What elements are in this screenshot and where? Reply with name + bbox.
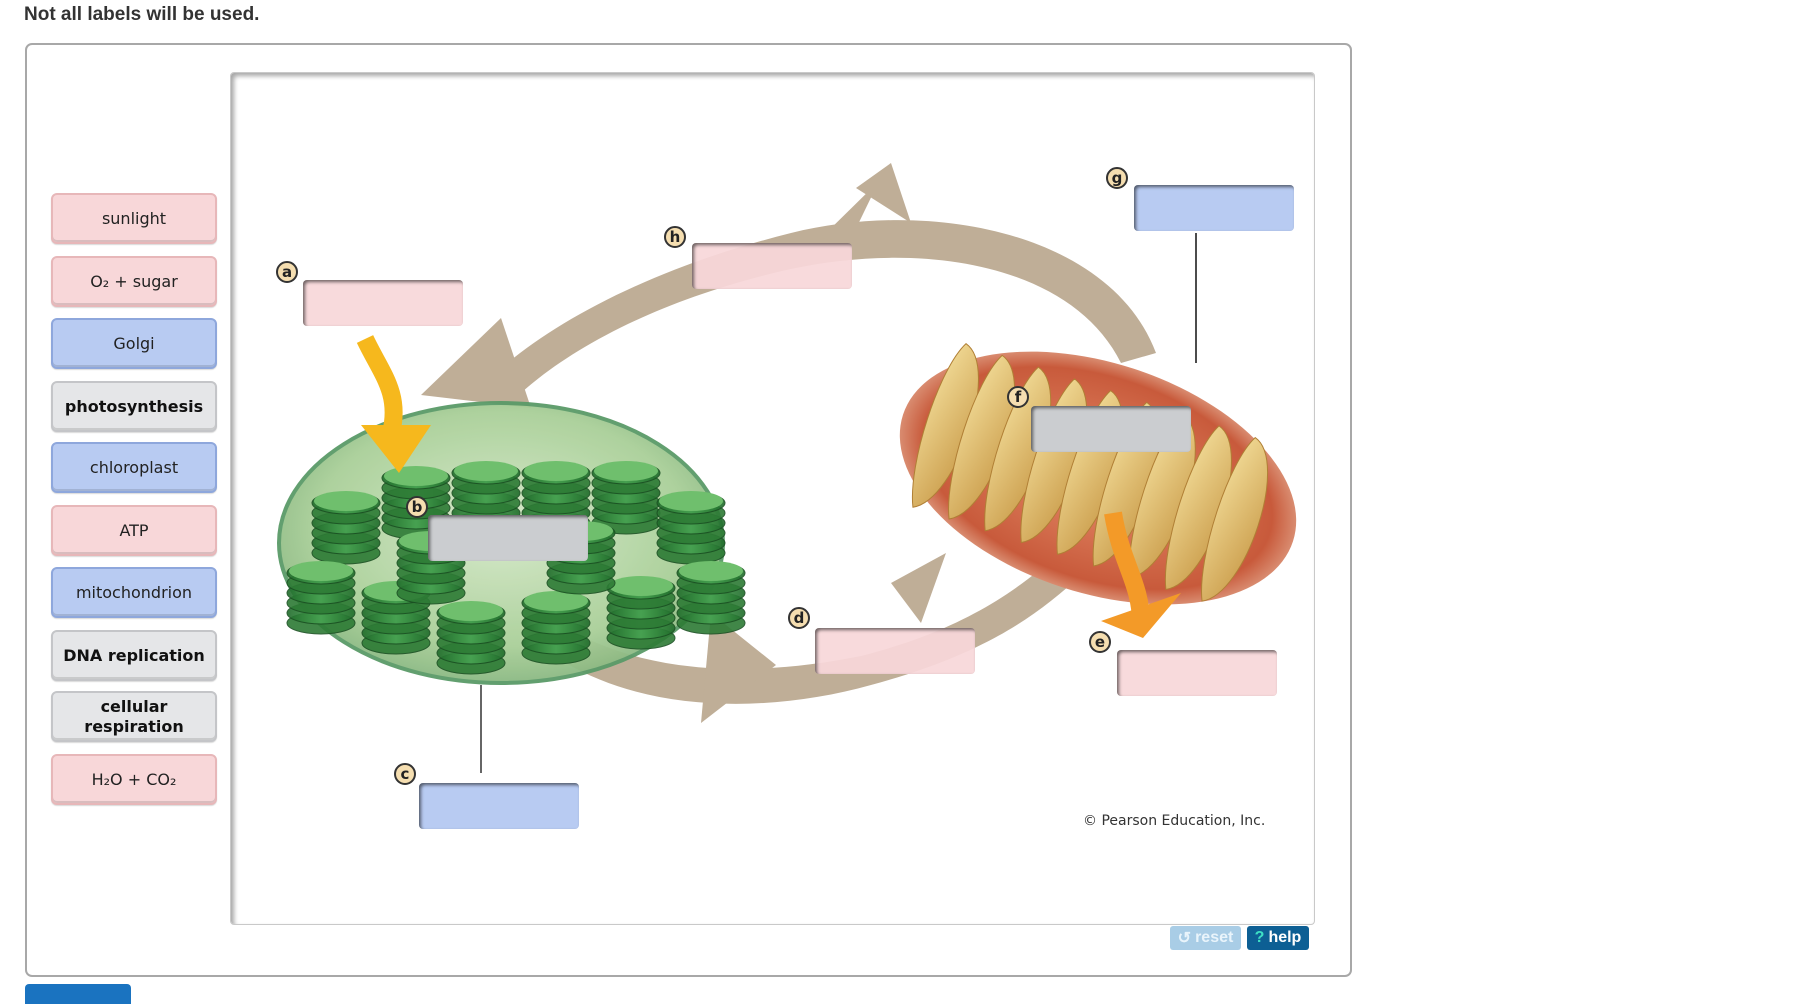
mitochondrion-illustration bbox=[899, 343, 1297, 605]
sunlight-arrow bbox=[356, 335, 403, 436]
drop-target-g[interactable] bbox=[1134, 185, 1294, 231]
crista-fold bbox=[1164, 425, 1232, 591]
reset-label: reset bbox=[1195, 929, 1234, 946]
label-atp[interactable]: ATP bbox=[51, 505, 217, 556]
label-h2o-co2[interactable]: H₂O + CO₂ bbox=[51, 754, 217, 805]
cycle-arrowhead-top bbox=[856, 163, 911, 223]
copyright-credit: © Pearson Education, Inc. bbox=[1083, 813, 1266, 829]
crista-fold bbox=[1201, 436, 1269, 602]
drop-target-a[interactable] bbox=[303, 280, 463, 326]
granum-stack bbox=[521, 461, 591, 535]
marker-e: e bbox=[1089, 631, 1111, 653]
drop-target-e[interactable] bbox=[1117, 650, 1277, 696]
drop-target-b[interactable] bbox=[428, 515, 588, 561]
granum-stack bbox=[311, 491, 381, 565]
marker-h: h bbox=[664, 226, 686, 248]
granum-stack bbox=[521, 591, 591, 665]
marker-c: c bbox=[394, 763, 416, 785]
energy-arrowhead bbox=[1101, 593, 1181, 638]
diagram-illustration bbox=[277, 163, 1297, 773]
label-chloroplast[interactable]: chloroplast bbox=[51, 442, 217, 493]
granum-stack bbox=[361, 581, 431, 655]
cycle-arrow-top bbox=[421, 181, 1156, 408]
granum-stack bbox=[606, 576, 676, 650]
label-mitochondrion[interactable]: mitochondrion bbox=[51, 567, 217, 618]
granum-stack bbox=[656, 491, 726, 565]
drop-target-h[interactable] bbox=[692, 243, 852, 289]
label-o2-sugar[interactable]: O₂ + sugar bbox=[51, 256, 217, 307]
granum-stack bbox=[676, 561, 746, 635]
help-icon: ? bbox=[1254, 929, 1265, 946]
label-cellular-respiration[interactable]: cellular respiration bbox=[51, 691, 217, 742]
granum-stack bbox=[591, 461, 661, 535]
reset-icon: ↺ bbox=[1177, 930, 1192, 947]
instruction-text: Not all labels will be used. bbox=[24, 4, 260, 25]
drop-target-d[interactable] bbox=[815, 628, 975, 674]
marker-f: f bbox=[1007, 386, 1029, 408]
granum-stack bbox=[286, 561, 356, 635]
crista-fold bbox=[911, 343, 979, 508]
reset-button[interactable]: ↺ reset bbox=[1170, 926, 1241, 950]
marker-a: a bbox=[276, 261, 298, 283]
label-dna-replication[interactable]: DNA replication bbox=[51, 630, 217, 681]
drop-target-c[interactable] bbox=[419, 783, 579, 829]
label-golgi[interactable]: Golgi bbox=[51, 318, 217, 369]
help-label: help bbox=[1268, 929, 1302, 946]
marker-d: d bbox=[788, 607, 810, 629]
granum-stack bbox=[436, 601, 506, 675]
diagram-panel: a b c d e f g h © Pearson Education, Inc… bbox=[230, 72, 1315, 925]
marker-b: b bbox=[406, 496, 428, 518]
submit-button[interactable] bbox=[25, 984, 131, 1004]
drop-target-f[interactable] bbox=[1031, 406, 1191, 452]
marker-g: g bbox=[1106, 167, 1128, 189]
help-button[interactable]: ? help bbox=[1247, 926, 1309, 950]
cycle-arrowhead-bottom bbox=[891, 553, 946, 623]
label-sunlight[interactable]: sunlight bbox=[51, 193, 217, 244]
label-photosynthesis[interactable]: photosynthesis bbox=[51, 381, 217, 432]
sunlight-arrowhead bbox=[361, 425, 431, 473]
